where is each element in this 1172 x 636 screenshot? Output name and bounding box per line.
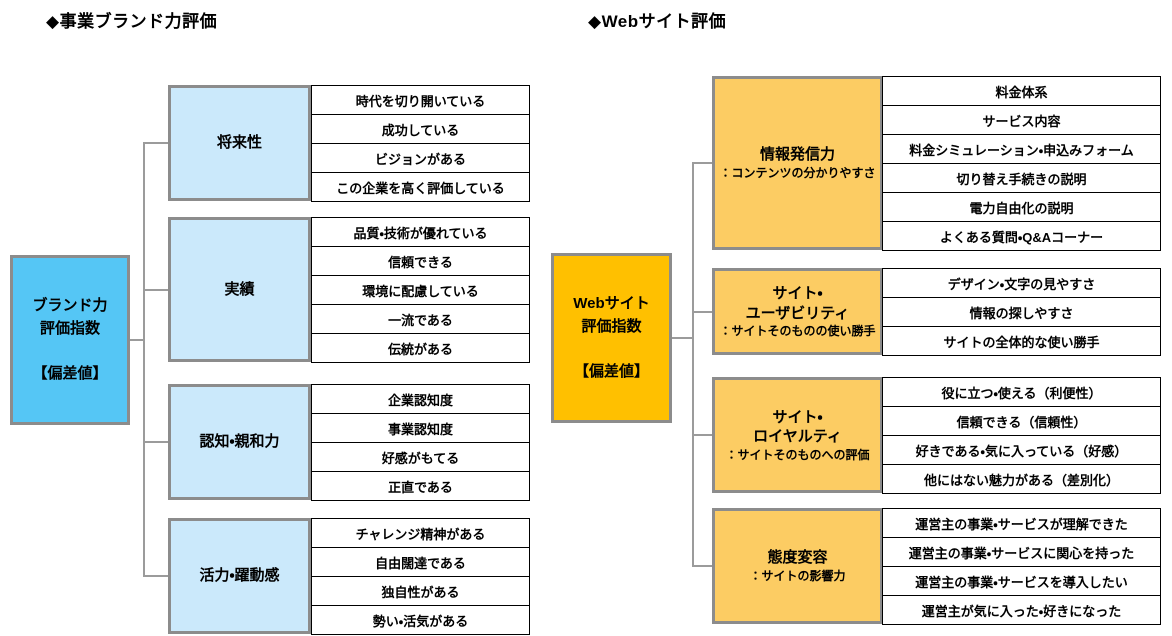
item-box: よくある質問・Q&Aコーナー	[882, 221, 1161, 251]
item-box: 運営主の事業・サービスを導入したい	[882, 566, 1161, 596]
root-label-line: 【偏差値】	[573, 362, 649, 380]
connector-branch-line	[143, 288, 168, 291]
category-label: 実績	[224, 280, 255, 298]
connector-spine	[143, 142, 145, 577]
item-box: 料金シミュレーション・申込みフォーム	[882, 134, 1161, 164]
root-label-line: Webサイト	[573, 295, 650, 312]
connector-root-line	[130, 339, 145, 341]
item-box: 自由闊達である	[311, 547, 530, 577]
item-box: 信頼できる	[311, 246, 530, 276]
connector-branch-line	[692, 162, 712, 164]
connector-spine	[692, 162, 694, 567]
connector-branch-line	[143, 575, 168, 577]
panel-title-brand: ◆事業ブランド力評価	[46, 12, 218, 31]
connector-root-line	[672, 337, 694, 339]
category-subtitle: ：サイトそのものへの評価	[725, 447, 870, 462]
category-label: 活力・躍動感	[199, 567, 280, 585]
category-subtitle: ：コンテンツの分かりやすさ	[719, 165, 876, 180]
connector-branch-line	[692, 434, 712, 436]
category-box: 認知・親和力	[168, 384, 311, 500]
item-box: 伝統がある	[311, 333, 530, 363]
category-box: 活力・躍動感	[168, 518, 311, 634]
item-box: 正直である	[311, 471, 530, 501]
panel-title-website: ◆Webサイト評価	[588, 12, 727, 31]
root-label-line	[609, 338, 613, 361]
item-box: ビジョンがある	[311, 143, 530, 173]
category-label: 情報発信力	[759, 146, 835, 164]
item-box: サービス内容	[882, 105, 1161, 135]
item-box: 信頼できる（信頼性）	[882, 406, 1161, 436]
item-box: 時代を切り開いている	[311, 85, 530, 115]
category-subtitle: ：サイトの影響力	[749, 568, 846, 583]
item-box: 切り替え手続きの説明	[882, 163, 1161, 193]
item-box: 事業認知度	[311, 413, 530, 443]
root-box-website-index: Webサイト評価指数 【偏差値】	[551, 253, 672, 423]
item-box: 企業認知度	[311, 384, 530, 414]
item-box: チャレンジ精神がある	[311, 518, 530, 548]
category-box: 実績	[168, 217, 311, 362]
category-label: 態度変容	[767, 549, 828, 567]
connector-branch-line	[143, 441, 168, 443]
connector-branch-line	[692, 565, 712, 567]
item-box: 運営主が気に入った・好きになった	[882, 595, 1161, 625]
root-label-line: 評価指数	[581, 317, 642, 335]
root-label-line: 【偏差値】	[32, 364, 108, 382]
item-box: 料金体系	[882, 76, 1161, 106]
category-box: 情報発信力：コンテンツの分かりやすさ	[712, 76, 883, 250]
item-box: デザイン・文字の見やすさ	[882, 268, 1161, 298]
item-box: 運営主の事業・サービスに関心を持った	[882, 537, 1161, 567]
root-label-line: 評価指数	[39, 319, 100, 337]
item-box: 役に立つ・使える（利便性）	[882, 377, 1161, 407]
item-box: 他にはない魅力がある（差別化）	[882, 464, 1161, 494]
item-box: 環境に配慮している	[311, 275, 530, 305]
item-box: 品質・技術が優れている	[311, 217, 530, 247]
item-box: 勢い・活気がある	[311, 605, 530, 635]
root-box-brand-index: ブランド力評価指数 【偏差値】	[10, 255, 130, 425]
item-box: この企業を高く評価している	[311, 172, 530, 202]
item-box: 好きである・気に入っている（好感）	[882, 435, 1161, 465]
item-box: 運営主の事業・サービスが理解できた	[882, 508, 1161, 538]
category-label: サイト・ ユーザビリティ	[745, 285, 850, 322]
item-box: 好感がもてる	[311, 442, 530, 472]
category-box: サイト・ ロイヤルティ：サイトそのものへの評価	[712, 377, 883, 493]
category-label: 将来性	[216, 134, 262, 152]
connector-branch-line	[143, 142, 168, 144]
connector-branch-line	[692, 310, 712, 313]
category-subtitle: ：サイトそのものの使い勝手	[719, 324, 876, 338]
category-label: サイト・ ロイヤルティ	[753, 408, 842, 446]
item-box: 成功している	[311, 114, 530, 144]
root-label-line: ブランド力	[32, 297, 108, 314]
category-box: 態度変容：サイトの影響力	[712, 508, 883, 624]
item-box: 情報の探しやすさ	[882, 297, 1161, 327]
category-box: サイト・ ユーザビリティ ：サイトそのものの使い勝手	[712, 268, 883, 355]
item-box: 独自性がある	[311, 576, 530, 606]
category-box: 将来性	[168, 85, 311, 201]
item-box: 電力自由化の説明	[882, 192, 1161, 222]
category-label: 認知・親和力	[199, 433, 280, 451]
item-box: サイトの全体的な使い勝手	[882, 326, 1161, 356]
